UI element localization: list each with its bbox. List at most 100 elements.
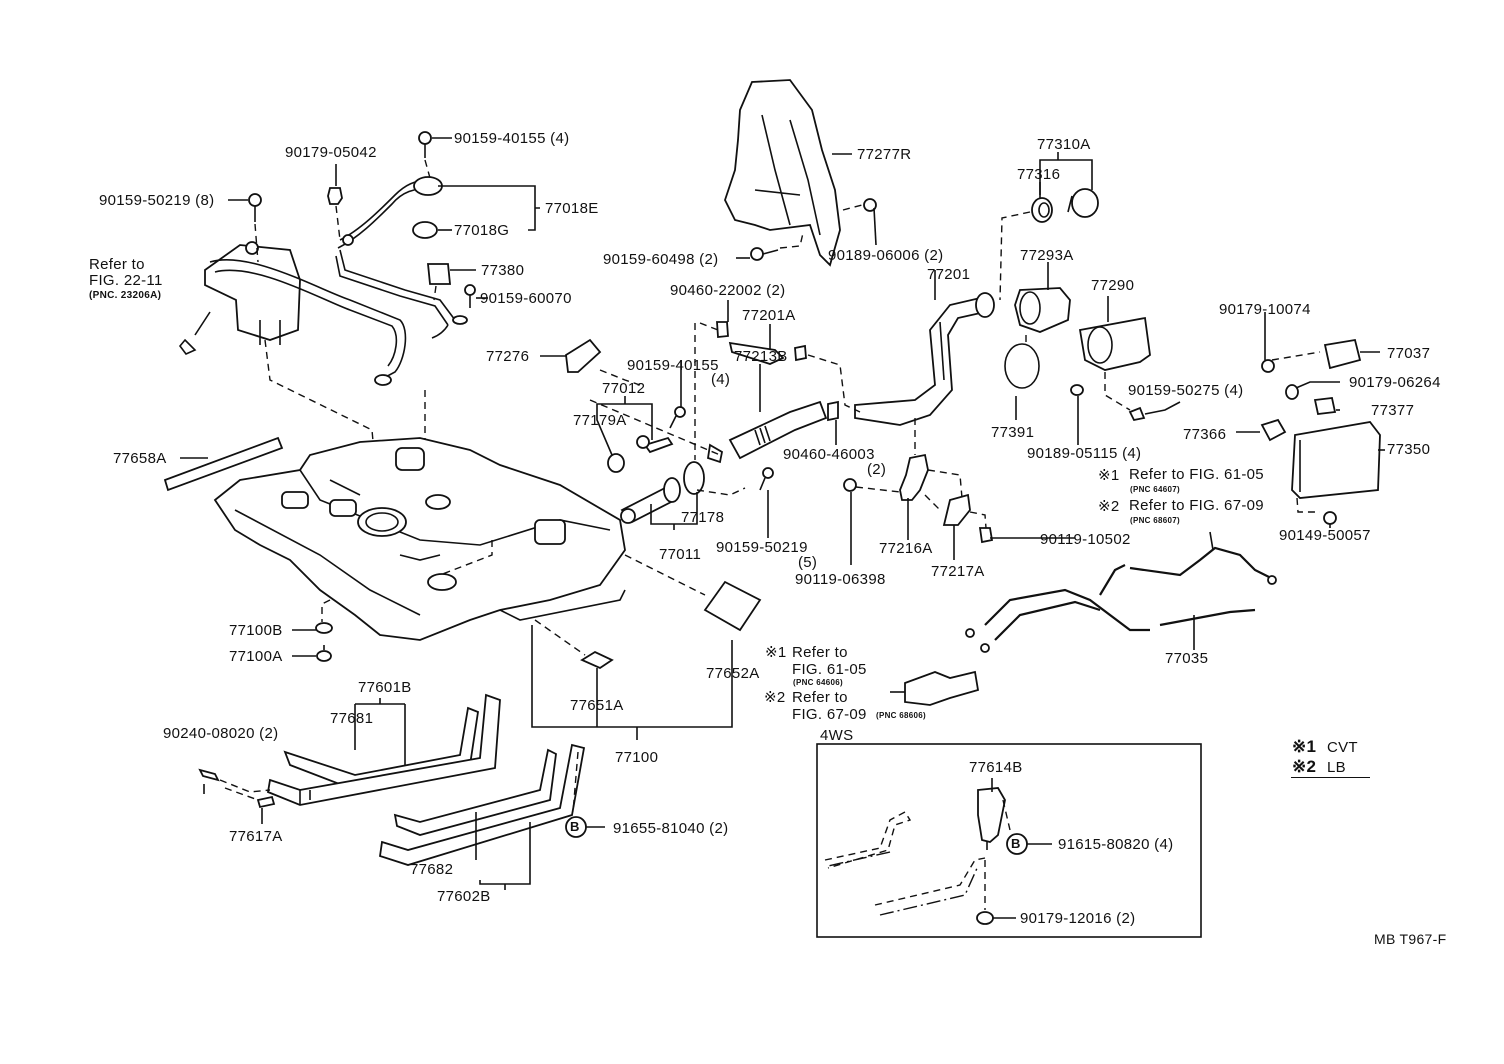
part-label: 90159-50219 (8): [99, 192, 215, 209]
vent-tube: [335, 176, 468, 339]
refer-fig[interactable]: FIG. 22-11: [89, 272, 163, 289]
filler-cap-77310A: [999, 188, 1099, 301]
part-label: 90460-22002 (2): [670, 282, 786, 299]
part-label: 77651A: [570, 697, 624, 714]
refer-fig[interactable]: FIG. 61-05: [792, 661, 867, 678]
refer-fig[interactable]: FIG. 67-09: [792, 706, 867, 723]
part-label: 77391: [991, 424, 1035, 441]
lid-opener-77037: [1261, 338, 1362, 373]
part-label-qty: (4): [711, 371, 731, 388]
fuel-lid-77350: [1291, 421, 1381, 525]
refer-line: Refer to: [792, 644, 848, 661]
inset-title: 4WS: [820, 727, 854, 744]
filler-box-77290: [1070, 316, 1151, 422]
part-label: 90179-05042: [285, 144, 377, 161]
part-label: 90460-46003: [783, 446, 875, 463]
part-label: 77614B: [969, 759, 1023, 776]
opener-lever-bracket: [890, 670, 980, 706]
fuel-pump-assembly: [178, 241, 407, 386]
part-label: 90119-10502: [1040, 531, 1131, 548]
part-label: 77652A: [706, 665, 760, 682]
note-mark-2: ※2: [764, 689, 786, 706]
part-label: 77201: [927, 266, 971, 283]
part-label: 77100A: [229, 648, 283, 665]
legend-underline: [1291, 777, 1370, 778]
part-label: 77213B: [734, 348, 788, 365]
part-label: 77602B: [437, 888, 491, 905]
part-label: 90179-12016 (2): [1020, 910, 1136, 927]
part-label: 90159-50219: [716, 539, 808, 556]
refer-fig[interactable]: Refer to FIG. 67-09: [1129, 497, 1264, 514]
band-bolt-and-pin: [198, 768, 276, 820]
part-label: 77277R: [857, 146, 912, 163]
refer-fig[interactable]: Refer to FIG. 61-05: [1129, 466, 1264, 483]
figure-code: MB T967-F: [1374, 931, 1447, 947]
filler-pipe-77201: [854, 270, 995, 426]
refer-pnc: (PNC. 23206A): [89, 290, 162, 301]
part-label: 77037: [1387, 345, 1431, 362]
part-label: 77035: [1165, 650, 1209, 667]
part-label: 77012: [602, 380, 646, 397]
part-label: 77681: [330, 710, 374, 727]
part-label: 77011: [659, 546, 702, 563]
note-mark-1: ※1: [1098, 467, 1120, 484]
filler-housing-77293A: [1004, 287, 1071, 389]
part-label: 90159-60498 (2): [603, 251, 719, 268]
part-label: 77290: [1091, 277, 1135, 294]
fuel-inlet-pipe: [589, 399, 774, 524]
legend-text: CVT: [1327, 739, 1358, 756]
part-label: 77217A: [931, 563, 985, 580]
part-label: 90179-06264: [1349, 374, 1441, 391]
refer-line: Refer to: [89, 256, 145, 273]
part-label: 77018E: [545, 200, 599, 217]
part-label-qty: (2): [867, 461, 887, 478]
refer-pnc: (PNC 64606): [793, 678, 843, 687]
dash-pump-to-tank: [264, 339, 381, 521]
part-label: 91655-81040 (2): [613, 820, 729, 837]
part-label: 77178: [681, 509, 725, 526]
lid-parts: [1260, 384, 1337, 442]
fuel-tank: [213, 437, 626, 641]
part-label: 90189-05115 (4): [1027, 445, 1142, 462]
part-label: 90240-08020 (2): [163, 725, 279, 742]
brackets-77216A-77217A: [843, 418, 994, 544]
filler-neck-protector-77277R: [724, 79, 877, 267]
bolt-marker-B: B: [570, 819, 580, 834]
legend-text: LB: [1327, 759, 1346, 776]
part-label: 77601B: [358, 679, 412, 696]
part-label: 91615-80820 (4): [1058, 836, 1174, 853]
part-label: 90159-50275 (4): [1128, 382, 1244, 399]
bolts-top: [248, 131, 432, 263]
part-label: 90159-40155: [627, 357, 719, 374]
part-label: 77310A: [1037, 136, 1091, 153]
part-label: 90159-60070: [480, 290, 572, 307]
part-label: 77366: [1183, 426, 1227, 443]
part-label: 77100B: [229, 622, 283, 639]
note-mark-1: ※1: [765, 644, 787, 661]
refer-pnc: (PNC 68607): [1130, 516, 1180, 525]
refer-pnc: (PNC 68606): [876, 711, 926, 720]
part-label: 77350: [1387, 441, 1431, 458]
part-label: 90189-06006 (2): [828, 247, 944, 264]
bolt-marker-B: B: [1011, 836, 1021, 851]
tank-fasteners: [315, 599, 333, 662]
part-label: 77617A: [229, 828, 283, 845]
part-label: 77179A: [573, 412, 627, 429]
part-label: 77293A: [1020, 247, 1074, 264]
refer-line: Refer to: [792, 689, 848, 706]
part-label: 77682: [410, 861, 454, 878]
part-label: 77380: [481, 262, 525, 279]
part-label: 77377: [1371, 402, 1415, 419]
breather-hoses: [694, 321, 861, 460]
tank-pads: [531, 554, 762, 740]
part-label: 77100: [615, 749, 659, 766]
part-label: 77658A: [113, 450, 167, 467]
grommet-77380: [427, 263, 476, 308]
opener-cables-77035: [965, 546, 1277, 653]
part-label: 90149-50057: [1279, 527, 1371, 544]
leader-lines: [180, 137, 1385, 919]
part-label: 90159-40155 (4): [454, 130, 570, 147]
part-label-qty: (5): [798, 554, 818, 571]
note-mark-2: ※2: [1098, 498, 1120, 515]
